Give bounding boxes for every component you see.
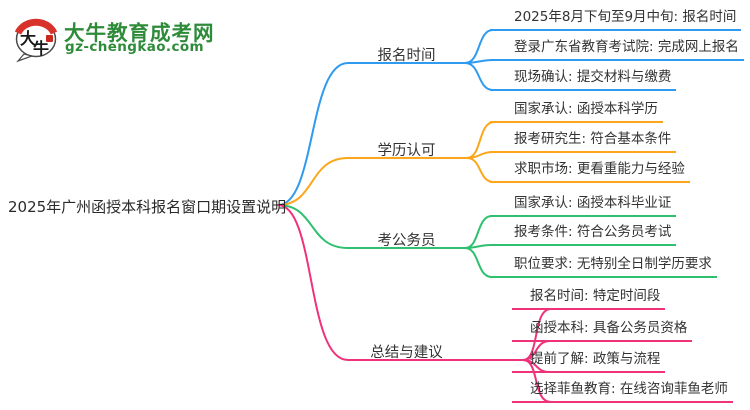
leaf-specific-period: 报名时间: 特定时间段 [512,288,666,311]
logo-title: 大牛教育成考网 [64,21,215,45]
branch-civil-service: 考公务员 [377,233,436,249]
logo-char-da: 大 [20,29,36,48]
logo-char-niu: 牛 [33,39,49,58]
leaf-job-market: 求职市场: 更看重能力与经验 [490,161,690,184]
leaf-exam-eligibility: 报考条件: 符合公务员考试 [490,224,677,247]
branch-curve-summary [277,204,524,361]
leaf-curve [464,62,494,91]
leaf-registration-window: 2025年8月下旬至9月中旬: 报名时间 [490,9,742,32]
leaf-curve [464,215,493,249]
leaf-position-requirement: 职位要求: 无特别全日制学历要求 [490,256,717,279]
branch-curve-registration [277,62,466,206]
leaf-consult-teacher: 选择菲鱼教育: 在线咨询菲鱼老师 [512,381,733,404]
logo-subtitle: gz-chengkao.com [65,39,205,55]
leaf-curve [464,247,493,278]
branch-curve-civil-service [277,204,466,249]
leaf-onsite-confirmation: 现场确认: 提交材料与缴费 [490,69,677,92]
leaf-online-signup: 登录广东省教育考试院: 完成网上报名 [490,39,744,62]
mindmap-root-topic: 2025年广州函授本科报名窗口期设置说明 [8,198,287,216]
leaf-state-recognized: 国家承认: 函授本科学历 [490,101,663,124]
site-logo: 大 牛 大牛教育成考网 gz-chengkao.com [12,13,214,63]
branch-degree-recognition: 学历认可 [377,143,436,159]
leaf-civil-qualification: 函授本科: 具备公务员资格 [512,320,693,343]
leaf-diploma-recognized: 国家承认: 函授本科毕业证 [490,195,677,218]
leaf-know-policy: 提前了解: 政策与流程 [512,351,666,374]
logo-bull-icon: 大 牛 [14,18,58,63]
branch-curve-degree [277,157,468,206]
leaf-curve [522,359,552,403]
branch-registration-time: 报名时间 [377,48,436,64]
branch-summary-advice: 总结与建议 [370,345,443,361]
leaf-postgraduate-eligible: 报考研究生: 符合基本条件 [490,131,677,154]
